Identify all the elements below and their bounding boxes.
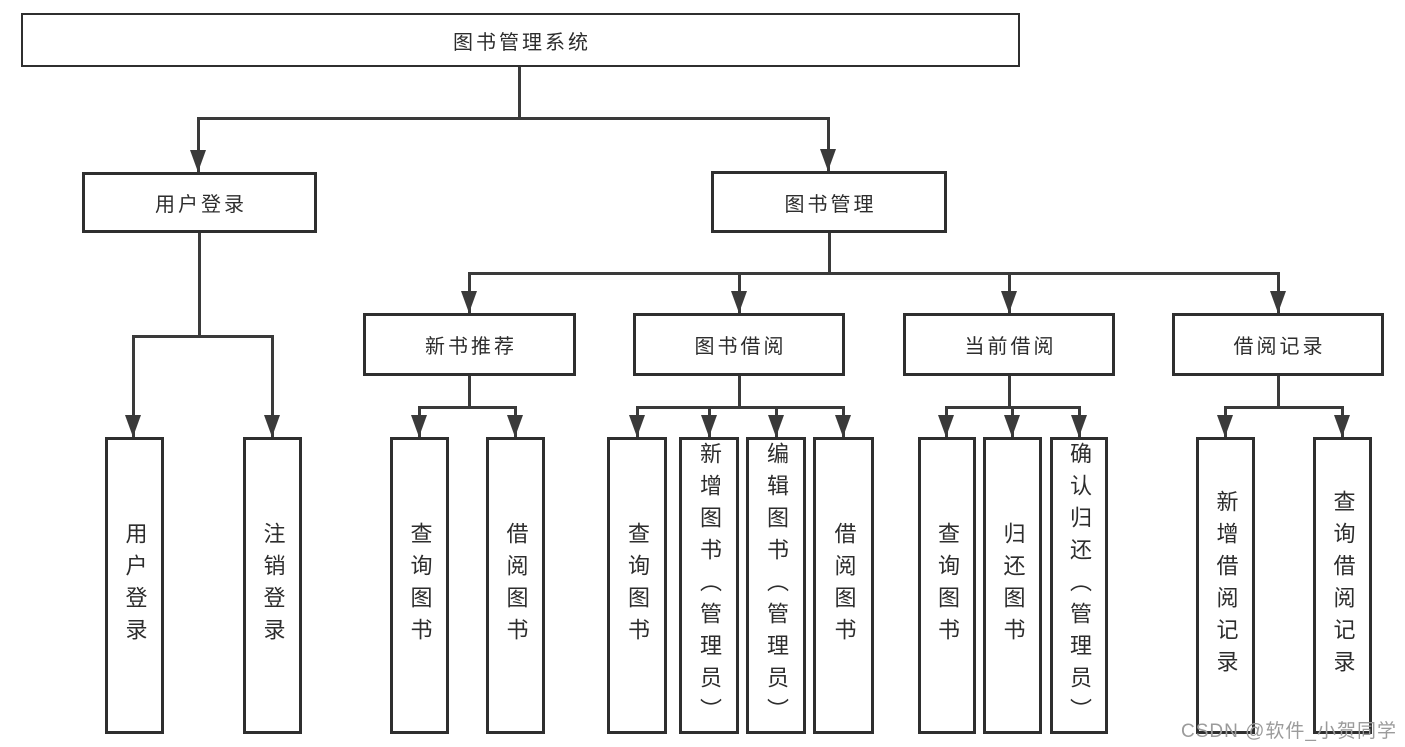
node-leaf-user-login: 用户登录 bbox=[105, 437, 164, 734]
node-label: 归还图书 bbox=[1000, 521, 1026, 650]
connector-stem bbox=[737, 376, 741, 409]
node-label: 注销登录 bbox=[260, 521, 286, 650]
connector-rail bbox=[635, 406, 845, 409]
arrowhead-down-icon bbox=[1071, 415, 1087, 437]
connector-stem bbox=[1276, 376, 1280, 409]
node-borrow-records: 借阅记录 bbox=[1172, 313, 1384, 376]
node-leaf-query-borrow-record: 查询借阅记录 bbox=[1313, 437, 1372, 734]
node-label: 新增借阅记录 bbox=[1213, 489, 1239, 682]
node-leaf-query-books-1: 查询图书 bbox=[390, 437, 449, 734]
connector-stem bbox=[517, 67, 521, 120]
node-label: 当前借阅 bbox=[964, 336, 1057, 358]
node-user-login: 用户登录 bbox=[82, 172, 317, 233]
arrowhead-down-icon bbox=[190, 150, 206, 172]
arrowhead-down-icon bbox=[411, 415, 427, 437]
node-label: 查询图书 bbox=[935, 521, 960, 650]
arrowhead-down-icon bbox=[768, 415, 784, 437]
node-label: 图书借阅 bbox=[694, 336, 787, 358]
node-leaf-borrow-books-1: 借阅图书 bbox=[486, 437, 545, 734]
node-leaf-return-books: 归还图书 bbox=[983, 437, 1042, 734]
arrowhead-down-icon bbox=[264, 415, 280, 437]
node-label: 借阅图书 bbox=[831, 521, 857, 650]
node-label: 查询借阅记录 bbox=[1330, 489, 1356, 682]
node-leaf-add-borrow-record: 新增借阅记录 bbox=[1196, 437, 1255, 734]
arrowhead-down-icon bbox=[1004, 415, 1020, 437]
node-root: 图书管理系统 bbox=[21, 13, 1020, 67]
arrowhead-down-icon bbox=[731, 291, 747, 313]
connector-stem bbox=[197, 233, 201, 338]
node-new-book-rec: 新书推荐 bbox=[363, 313, 576, 376]
node-leaf-edit-books-admin: 编辑图书（管理员） bbox=[746, 437, 806, 734]
arrowhead-down-icon bbox=[1217, 415, 1233, 437]
node-leaf-confirm-return-admin: 确认归还（管理员） bbox=[1050, 437, 1108, 734]
node-leaf-add-books-admin: 新增图书（管理员） bbox=[679, 437, 739, 734]
arrowhead-down-icon bbox=[461, 291, 477, 313]
node-label: 用户登录 bbox=[122, 521, 148, 650]
node-book-borrow: 图书借阅 bbox=[633, 313, 845, 376]
node-label: 用户登录 bbox=[155, 194, 247, 216]
node-leaf-query-books-2: 查询图书 bbox=[607, 437, 667, 734]
connector-rail bbox=[417, 406, 517, 409]
node-leaf-logout: 注销登录 bbox=[243, 437, 302, 734]
arrowhead-down-icon bbox=[507, 415, 523, 437]
arrowhead-down-icon bbox=[835, 415, 851, 437]
node-label: 确认归还（管理员） bbox=[1067, 441, 1092, 730]
arrowhead-down-icon bbox=[1334, 415, 1350, 437]
connector-drop bbox=[131, 335, 135, 437]
node-label: 新增图书（管理员） bbox=[697, 441, 722, 730]
connector-rail bbox=[196, 117, 830, 120]
node-label: 编辑图书（管理员） bbox=[764, 441, 789, 730]
arrowhead-down-icon bbox=[1270, 291, 1286, 313]
node-label: 图书管理系统 bbox=[453, 31, 591, 54]
node-leaf-borrow-books-2: 借阅图书 bbox=[813, 437, 874, 734]
arrowhead-down-icon bbox=[820, 149, 836, 171]
connector-rail bbox=[1223, 406, 1344, 409]
connector-drop bbox=[196, 117, 200, 172]
connector-stem bbox=[827, 233, 831, 275]
arrowhead-down-icon bbox=[629, 415, 645, 437]
connector-drop bbox=[826, 117, 830, 171]
connector-stem bbox=[1007, 376, 1011, 409]
connector-stem bbox=[467, 376, 471, 409]
node-book-mgmt: 图书管理 bbox=[711, 171, 947, 233]
node-label: 新书推荐 bbox=[425, 336, 517, 358]
watermark: CSDN @软件_小贺同学 bbox=[1181, 721, 1397, 742]
connector-drop bbox=[270, 335, 274, 437]
arrowhead-down-icon bbox=[938, 415, 954, 437]
node-label: 图书管理 bbox=[784, 193, 877, 216]
connector-rail bbox=[467, 272, 1280, 275]
node-label: 借阅记录 bbox=[1233, 336, 1326, 358]
node-label: 查询图书 bbox=[625, 521, 650, 650]
arrowhead-down-icon bbox=[125, 415, 141, 437]
node-leaf-query-books-3: 查询图书 bbox=[918, 437, 976, 734]
node-current-borrow: 当前借阅 bbox=[903, 313, 1115, 376]
node-label: 查询图书 bbox=[407, 521, 433, 650]
node-label: 借阅图书 bbox=[503, 521, 529, 650]
arrowhead-down-icon bbox=[1001, 291, 1017, 313]
connector-rail bbox=[131, 335, 274, 338]
arrowhead-down-icon bbox=[701, 415, 717, 437]
